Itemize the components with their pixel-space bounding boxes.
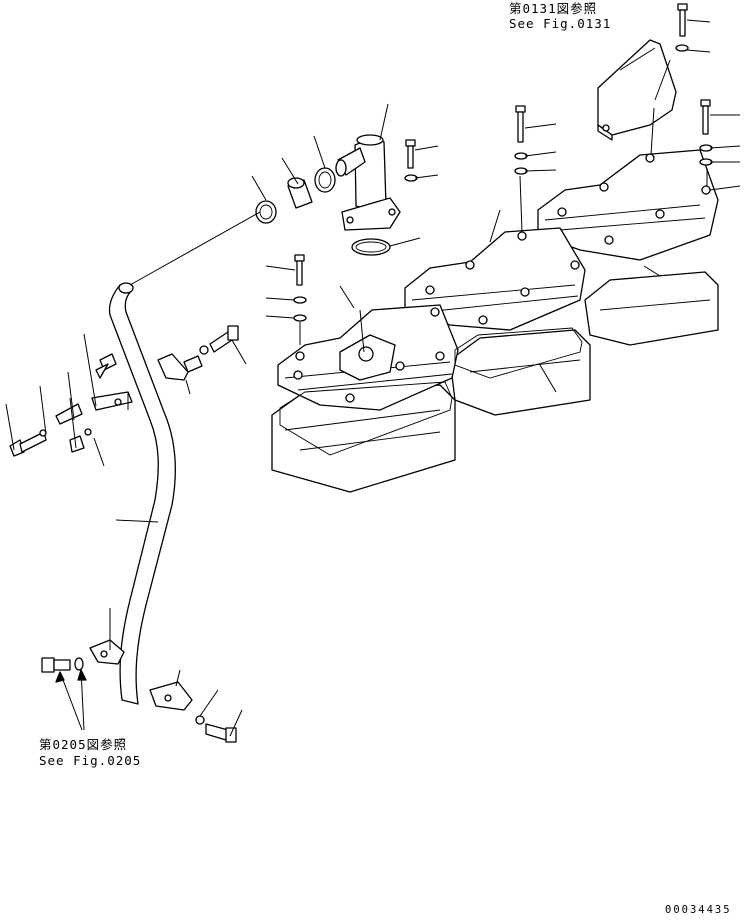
tube-clip-lower-right	[149, 681, 193, 711]
rocker-cover-2	[404, 227, 586, 331]
cover-gaskets	[279, 327, 583, 456]
tube-clip-lower-left	[89, 639, 125, 665]
bracket-bolt	[675, 3, 689, 52]
cover-bolt-middle	[514, 105, 528, 175]
ref-fig0205-en: See Fig.0205	[39, 753, 142, 768]
leader-lines	[5, 19, 741, 737]
cover-bolt-left	[293, 254, 307, 322]
hose-connector	[287, 177, 313, 209]
drawing-number: 00034435	[665, 904, 732, 916]
bracket	[597, 39, 677, 141]
rocker-cover-1	[277, 304, 459, 411]
tube-clip-upper	[157, 353, 203, 381]
breather-tube	[108, 282, 176, 705]
stay-bracket	[91, 353, 133, 411]
ref-fig0131-en: See Fig.0131	[509, 16, 612, 31]
ref-fig0131-ja: 第0131図参照	[509, 1, 598, 16]
breather-elbow	[335, 134, 401, 231]
clip-bolt-lower	[195, 715, 237, 743]
ref-fig0205-ja: 第0205図参照	[39, 737, 128, 752]
o-ring	[351, 238, 391, 256]
stay-bolt-lower	[9, 403, 92, 457]
breather-bolt	[404, 139, 418, 182]
cover-bolt-right	[699, 99, 713, 166]
clamp-lower	[255, 200, 277, 224]
rocker-cover-3	[537, 149, 719, 261]
cylinder-head-block	[271, 271, 719, 493]
ref-bolt-0205	[41, 657, 84, 673]
clamp-upper	[314, 167, 336, 193]
